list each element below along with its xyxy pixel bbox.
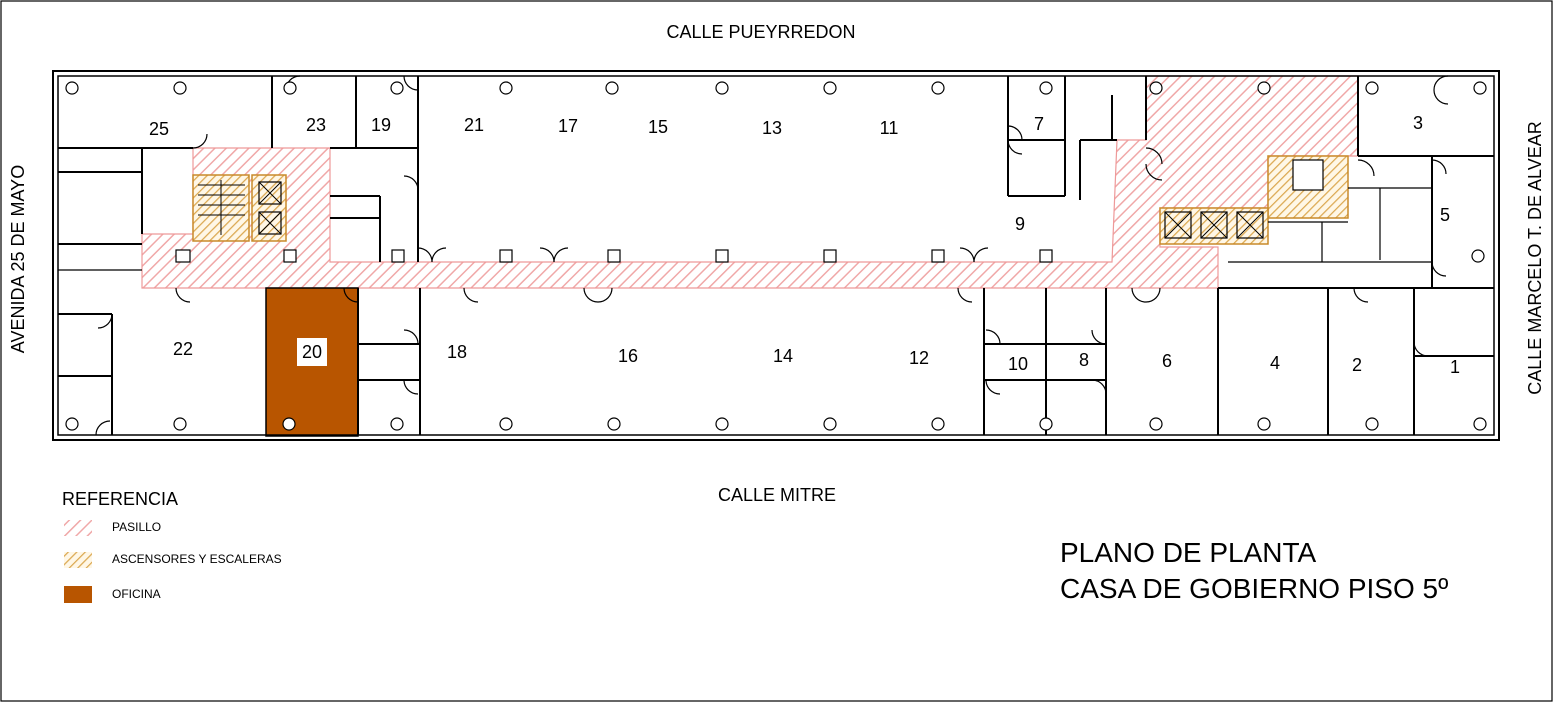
room-number: 13: [762, 118, 782, 138]
columns: [65, 81, 1487, 431]
street-east: CALLE MARCELO T. DE ALVEAR: [1525, 121, 1545, 394]
room-number: 10: [1008, 354, 1028, 374]
room-number: 23: [306, 115, 326, 135]
room-number: 3: [1413, 113, 1423, 133]
plan-title-line2: CASA DE GOBIERNO PISO 5º: [1060, 573, 1448, 604]
room-numbers: 25 23 19 21 17 15 13 11 7 3 5 9 22 20 18…: [149, 113, 1460, 377]
room-number: 8: [1079, 350, 1089, 370]
room-number: 15: [648, 117, 668, 137]
corridor-area: [141, 75, 1359, 289]
room-number: 1: [1450, 357, 1460, 377]
street-north: CALLE PUEYRREDON: [666, 22, 855, 42]
room-number: 2: [1352, 355, 1362, 375]
office-room-20-label-bg: [297, 338, 327, 366]
room-number: 12: [909, 348, 929, 368]
legend-swatch-oficina: [64, 586, 92, 603]
room-number: 21: [464, 115, 484, 135]
room-number: 6: [1162, 351, 1172, 371]
legend-swatch-ascensores: [64, 552, 92, 568]
room-number: 20: [302, 342, 322, 362]
room-number: 4: [1270, 353, 1280, 373]
room-number: 11: [880, 118, 899, 138]
legend-label-pasillo: PASILLO: [112, 520, 161, 534]
room-number: 25: [149, 119, 169, 139]
street-south: CALLE MITRE: [718, 485, 836, 505]
room-number: 14: [773, 346, 793, 366]
elevators-stairs-east: [1159, 155, 1349, 245]
room-number: 5: [1440, 205, 1450, 225]
room-number: 7: [1034, 114, 1044, 134]
street-west: AVENIDA 25 DE MAYO: [8, 165, 28, 353]
plan-title-line1: PLANO DE PLANTA: [1060, 537, 1317, 568]
room-number: 19: [371, 115, 391, 135]
room-number: 18: [447, 342, 467, 362]
legend-label-ascensores: ASCENSORES Y ESCALERAS: [112, 552, 282, 566]
legend-title: REFERENCIA: [62, 489, 178, 509]
legend-swatch-pasillo: [64, 520, 92, 536]
doors: [95, 75, 1449, 436]
room-number: 16: [618, 346, 638, 366]
room-number: 17: [558, 116, 578, 136]
room-number: 22: [173, 339, 193, 359]
legend: REFERENCIA PASILLO ASCENSORES Y ESCALERA…: [62, 489, 282, 603]
elevators-stairs-west: [192, 174, 287, 242]
legend-label-oficina: OFICINA: [112, 587, 161, 601]
room-number: 9: [1015, 214, 1025, 234]
